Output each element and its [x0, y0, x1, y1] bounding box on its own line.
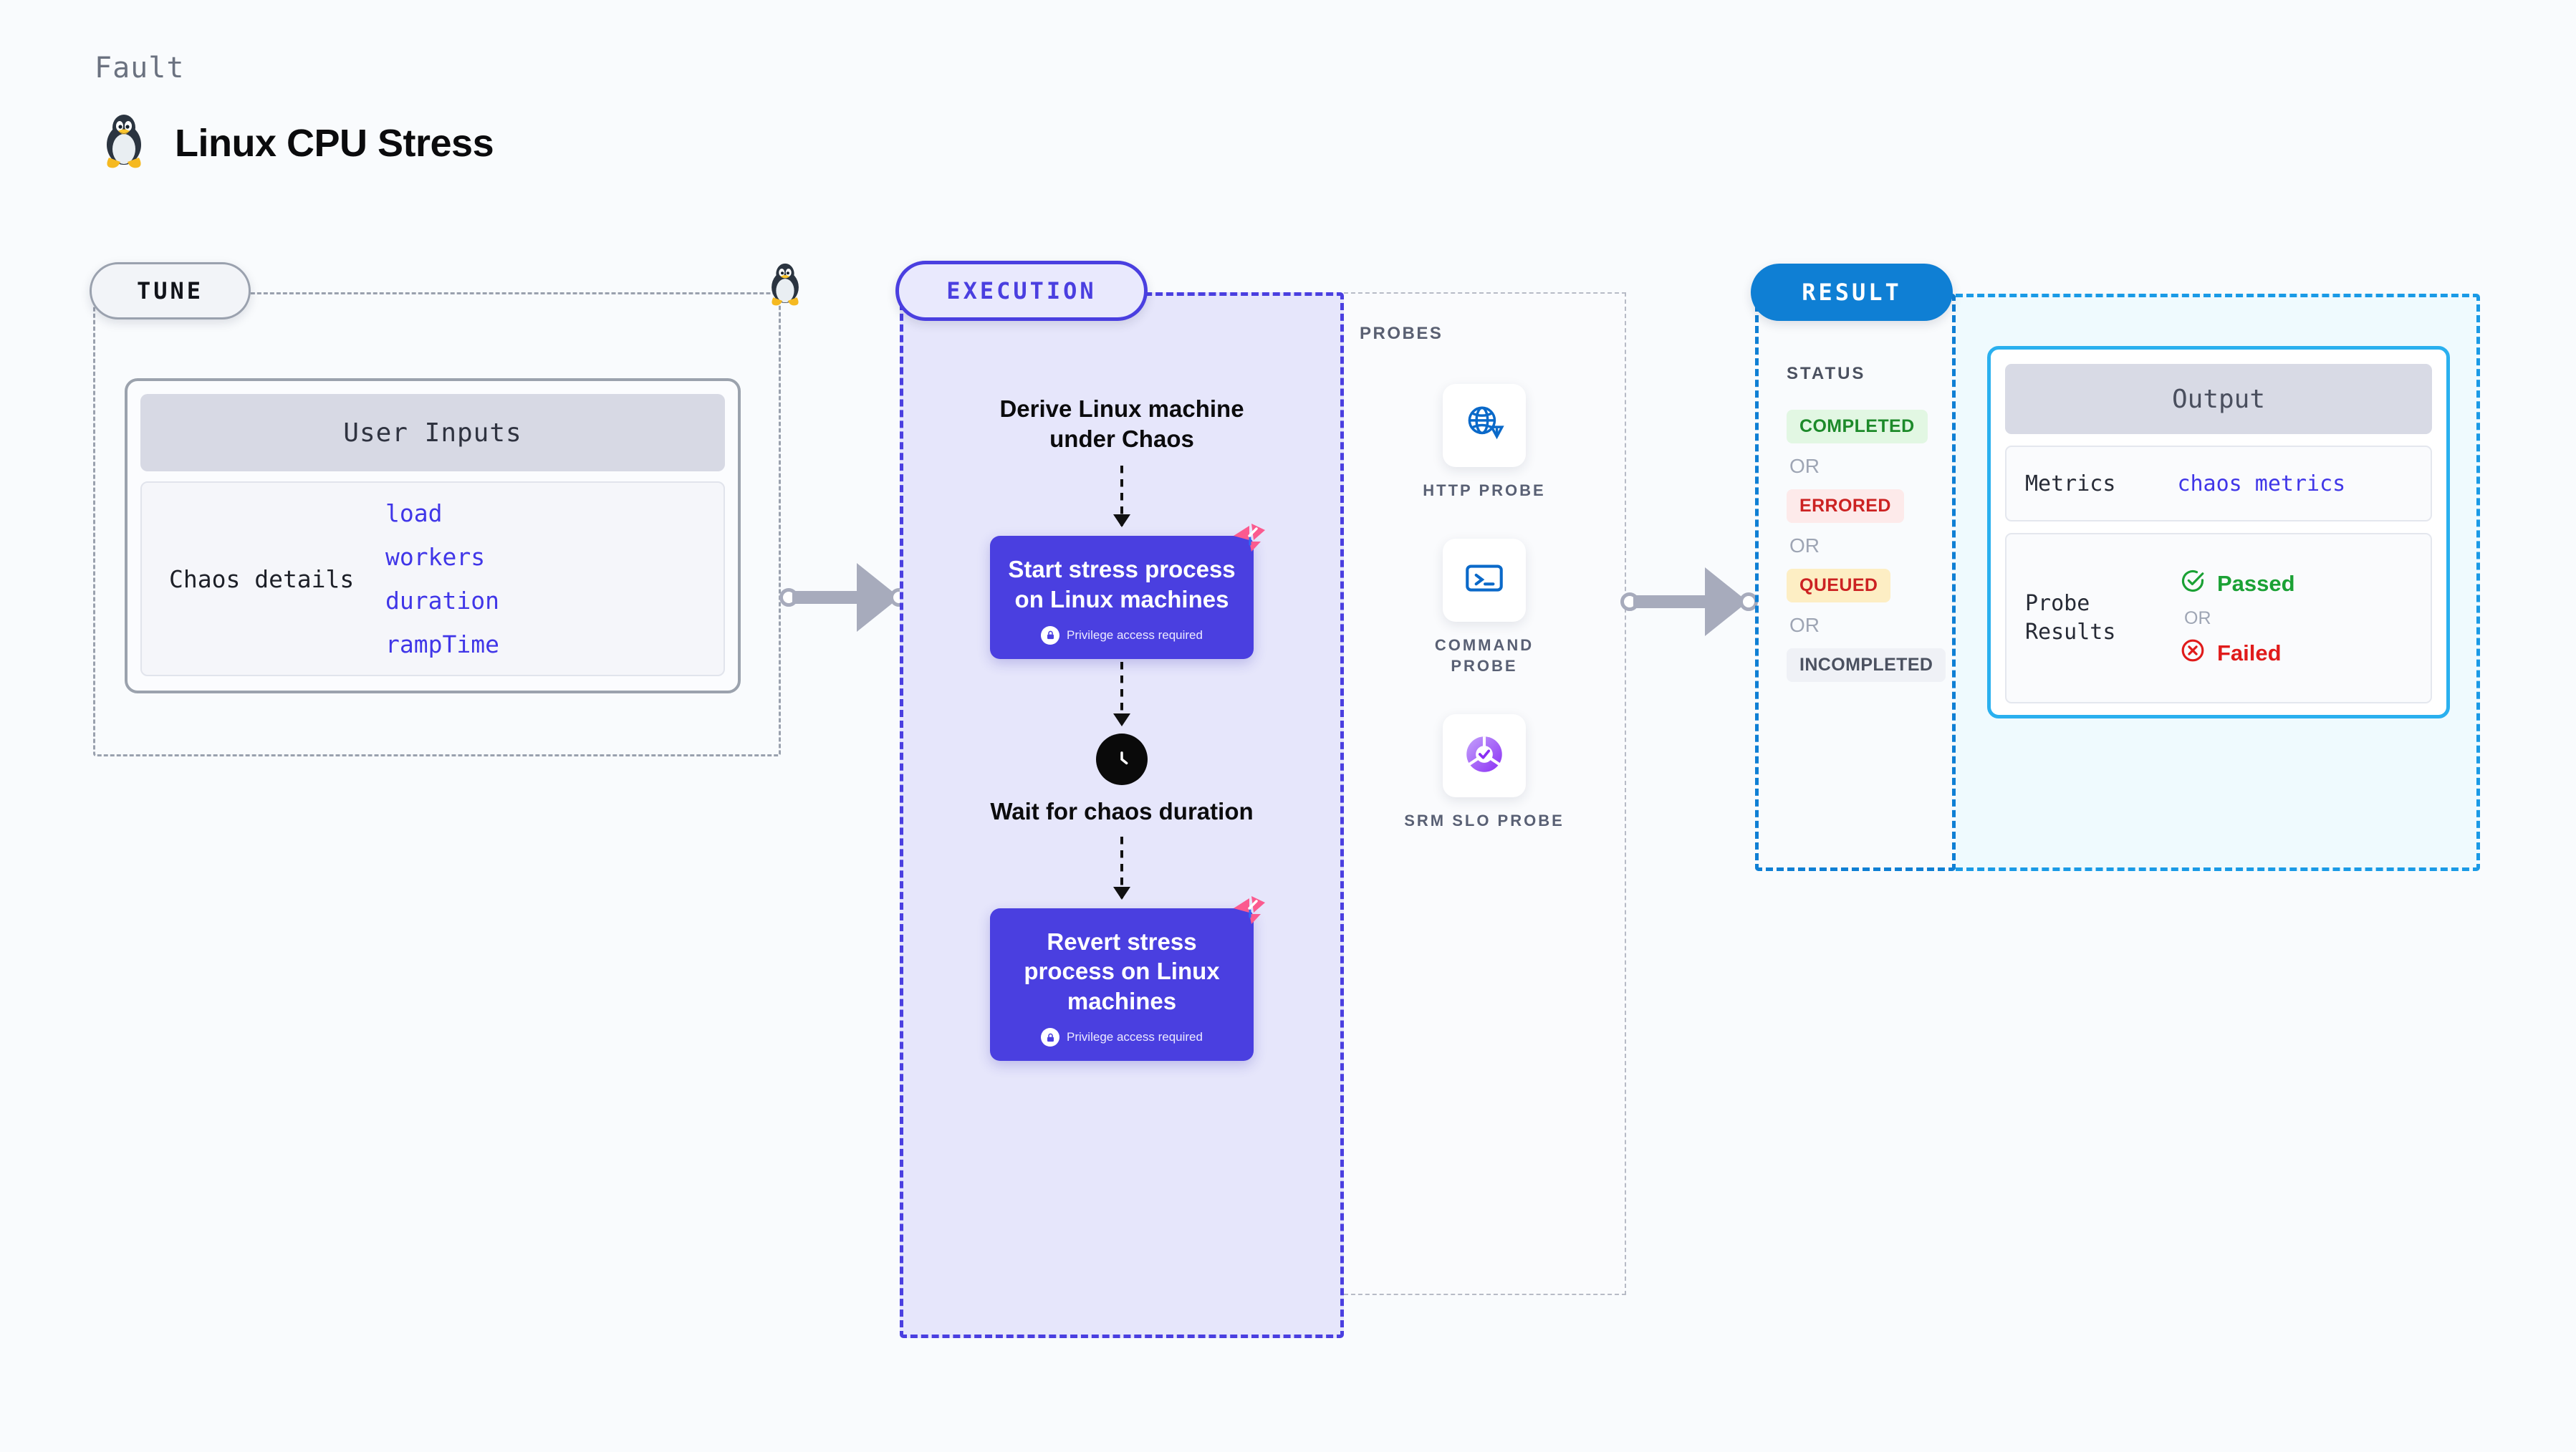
fault-title-row: Linux CPU Stress: [100, 113, 494, 173]
param-duration[interactable]: duration: [385, 587, 499, 615]
status-or-3: OR: [1789, 614, 1820, 636]
probe-label: HTTP PROBE: [1423, 481, 1546, 499]
flow-step-start-stress[interactable]: Start stress process on Linux machines P…: [990, 523, 1265, 659]
linux-penguin-icon: [100, 113, 148, 173]
connector-execution-to-result: [1620, 566, 1764, 638]
probe-result-failed: Failed: [2180, 638, 2295, 669]
status-badge-stack: COMPLETED OR ERRORED OR QUEUED OR INCOMP…: [1787, 410, 1956, 682]
probe-result-passed-label: Passed: [2217, 570, 2295, 596]
lock-icon: [1041, 625, 1060, 645]
probe-item-command[interactable]: COMMAND PROBE: [1402, 538, 1567, 677]
status-or-1: OR: [1789, 455, 1820, 477]
status-badge-queued: QUEUED: [1787, 569, 1891, 602]
probe-tile: [1443, 538, 1526, 622]
connector-line: [1633, 595, 1721, 608]
probe-label: COMMAND PROBE: [1434, 635, 1534, 675]
param-ramptime[interactable]: rampTime: [385, 630, 499, 658]
tune-pill-label: TUNE: [90, 262, 251, 319]
status-column: STATUS COMPLETED OR ERRORED OR QUEUED OR…: [1755, 294, 1956, 682]
action-card-title: Start stress process on Linux machines: [1008, 555, 1236, 612]
flow-step-derive-title: Derive Linux machine under Chaos: [999, 395, 1244, 452]
flow-step-revert-stress[interactable]: Revert stress process on Linux machines …: [990, 895, 1265, 1062]
terminal-icon: [1461, 554, 1508, 605]
globe-warning-icon: [1461, 400, 1508, 451]
probe-list: HTTP PROBE COMMAND PROBE: [1344, 384, 1625, 832]
execution-panel: PROBES: [895, 261, 1626, 1338]
execution-flow: Derive Linux machine under Chaos Start s…: [900, 292, 1344, 1338]
chaos-details-row: Chaos details load workers duration ramp…: [140, 481, 725, 676]
param-workers[interactable]: workers: [385, 543, 486, 571]
flow-arrow-2: [1120, 661, 1123, 725]
status-badge-errored: ERRORED: [1787, 489, 1904, 523]
probe-item-http[interactable]: HTTP PROBE: [1423, 384, 1545, 501]
connector-tune-to-execution: [779, 562, 908, 633]
probe-tile: [1442, 384, 1526, 467]
chaos-details-params: load workers duration rampTime: [385, 499, 499, 658]
status-or-2: OR: [1789, 534, 1820, 557]
user-inputs-title: User Inputs: [140, 394, 725, 471]
slo-donut-check-icon: [1461, 731, 1508, 782]
status-caption: STATUS: [1787, 364, 1866, 383]
probe-results-row: Probe Results Passed OR: [2005, 533, 2432, 703]
probe-result-or: OR: [2184, 607, 2211, 628]
connector-line: [792, 591, 873, 604]
tune-panel: TUNE User Inputs Chaos details load: [90, 262, 799, 756]
probe-result-passed: Passed: [2180, 568, 2295, 600]
metrics-label: Metrics: [2025, 471, 2116, 496]
flow-step-wait-title: Wait for chaos duration: [990, 797, 1254, 824]
output-title: Output: [2005, 364, 2432, 434]
harness-logo-icon: [1228, 520, 1267, 562]
clock-icon: [1096, 733, 1148, 785]
action-card-title: Revert stress process on Linux machines: [1024, 928, 1220, 1015]
x-circle-icon: [2180, 638, 2206, 669]
page-title: Linux CPU Stress: [175, 121, 494, 165]
probes-caption: PROBES: [1360, 324, 1443, 343]
output-card: Output Metrics chaos metrics Probe Resul…: [1987, 346, 2450, 718]
metrics-row: Metrics chaos metrics: [2005, 446, 2432, 521]
execution-pill-label: EXECUTION: [895, 261, 1148, 321]
result-panel: Output Metrics chaos metrics Probe Resul…: [1751, 264, 2480, 871]
flow-arrow-3: [1120, 836, 1123, 898]
output-zone: Output Metrics chaos metrics Probe Resul…: [1956, 294, 2480, 871]
probes-column: PROBES: [1344, 292, 1626, 1295]
lock-icon: [1041, 1028, 1060, 1047]
user-inputs-card: User Inputs Chaos details load workers d…: [125, 378, 741, 693]
probe-results-label: Probe Results: [2025, 590, 2116, 645]
privilege-note: Privilege access required: [1004, 1028, 1239, 1047]
privilege-note: Privilege access required: [1004, 625, 1239, 645]
result-pill-label: RESULT: [1751, 264, 1953, 321]
probe-result-failed-label: Failed: [2217, 640, 2282, 665]
tune-corner-penguin-icon: [766, 262, 804, 310]
status-badge-incompleted: INCOMPLETED: [1787, 648, 1946, 682]
privilege-note-text: Privilege access required: [1067, 628, 1203, 642]
flow-arrow-1: [1120, 465, 1123, 526]
probe-label: SRM SLO PROBE: [1404, 812, 1565, 830]
status-badge-completed: COMPLETED: [1787, 410, 1928, 443]
privilege-note-text: Privilege access required: [1067, 1030, 1203, 1044]
fault-kicker: Fault: [95, 52, 185, 85]
tune-dashed-border: [93, 292, 781, 756]
check-circle-icon: [2180, 568, 2206, 600]
probe-results-values: Passed OR Failed: [2180, 568, 2295, 669]
metrics-value[interactable]: chaos metrics: [2177, 471, 2346, 496]
harness-logo-icon: [1228, 893, 1267, 935]
chaos-details-label: Chaos details: [169, 564, 355, 593]
probe-item-srm-slo[interactable]: SRM SLO PROBE: [1404, 714, 1565, 832]
param-load[interactable]: load: [385, 499, 443, 527]
probe-tile: [1442, 714, 1526, 798]
